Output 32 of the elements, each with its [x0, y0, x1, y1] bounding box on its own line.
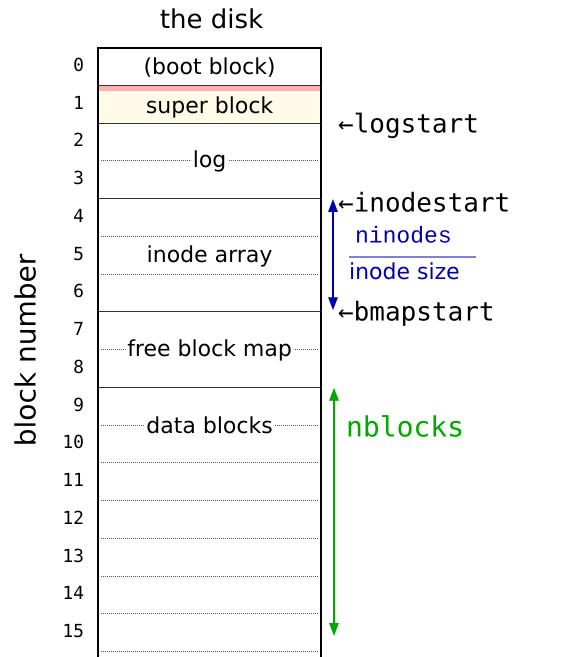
block-number: 12 — [61, 508, 84, 529]
disk-region — [97, 386, 322, 657]
pointer-label: ←inodestart — [338, 190, 510, 218]
block-number: 9 — [72, 396, 84, 416]
disk-region — [97, 47, 322, 85]
disk-region — [97, 311, 322, 387]
block-number: 0 — [72, 56, 84, 76]
fraction-numerator: ninodes — [355, 224, 452, 250]
block-number: 11 — [61, 471, 84, 492]
block-number: 4 — [72, 206, 84, 227]
pointer-label: ←logstart — [338, 110, 479, 140]
block-number: 10 — [61, 433, 84, 454]
axis-label: block number — [12, 254, 42, 446]
disk-region — [97, 122, 322, 198]
block-number: 15 — [61, 622, 84, 642]
region-label: log — [190, 148, 228, 174]
pointer-label: ←bmapstart — [338, 298, 495, 328]
block-number: 13 — [61, 546, 84, 567]
disk-region — [97, 84, 322, 122]
block-number: 3 — [72, 169, 84, 190]
fraction-denominator: inode size — [349, 260, 460, 286]
block-number: 1 — [72, 94, 84, 114]
disk-region — [97, 198, 322, 312]
region-label: free block map — [125, 337, 294, 363]
block-number: 7 — [72, 320, 84, 340]
size-label: nblocks — [346, 412, 464, 444]
block-number: 14 — [61, 584, 84, 604]
block-number: 2 — [72, 131, 84, 152]
block-number: 8 — [72, 358, 84, 378]
diagram-title: the disk — [158, 4, 264, 36]
block-number: 5 — [72, 244, 84, 265]
block-number: 6 — [72, 282, 84, 302]
